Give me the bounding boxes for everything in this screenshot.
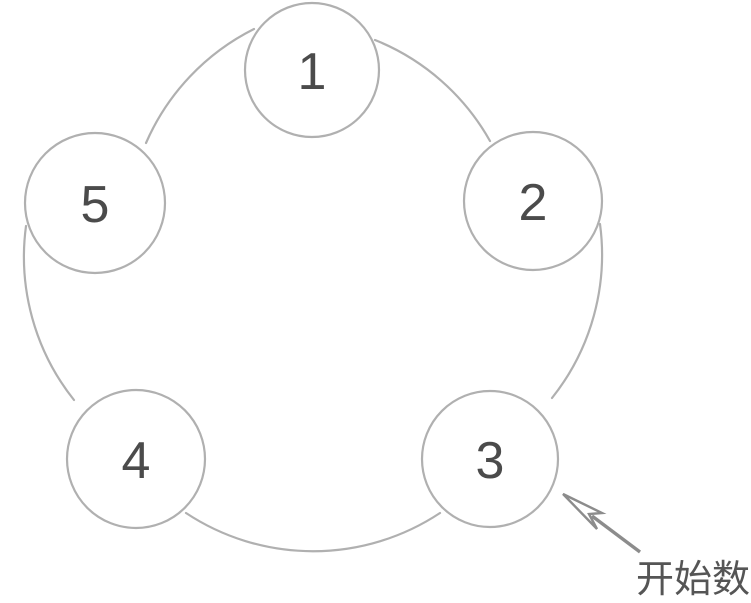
node-1-circle[interactable] bbox=[243, 1, 381, 139]
node-5-label: 5 bbox=[81, 176, 110, 234]
node-2-circle[interactable] bbox=[462, 130, 604, 272]
node-group: 1 2 3 4 5 bbox=[23, 1, 604, 530]
node-1-label: 1 bbox=[298, 43, 327, 101]
edge-5-to-1 bbox=[144, 27, 256, 145]
start-count-annotation-label: 开始数 bbox=[636, 557, 750, 601]
node-4-label: 4 bbox=[122, 432, 151, 490]
edge-2-to-3 bbox=[550, 222, 604, 400]
node-1[interactable]: 1 bbox=[243, 1, 381, 139]
start-pointer-arrow bbox=[562, 492, 642, 554]
node-4-circle[interactable] bbox=[65, 388, 207, 530]
edge-3-to-4 bbox=[184, 511, 442, 553]
edge-4-to-5 bbox=[22, 224, 76, 402]
edge-1-to-2 bbox=[373, 38, 492, 143]
edge-group bbox=[22, 27, 604, 553]
node-3-label: 3 bbox=[476, 432, 505, 490]
node-3-circle[interactable] bbox=[420, 389, 560, 529]
node-2[interactable]: 2 bbox=[462, 130, 604, 272]
arrow-shaft-line bbox=[590, 514, 642, 554]
node-5-circle[interactable] bbox=[23, 131, 167, 275]
node-3[interactable]: 3 bbox=[420, 389, 560, 529]
arrow-head-icon bbox=[562, 492, 607, 530]
node-5[interactable]: 5 bbox=[23, 131, 167, 275]
node-4[interactable]: 4 bbox=[65, 388, 207, 530]
node-2-label: 2 bbox=[519, 174, 548, 232]
